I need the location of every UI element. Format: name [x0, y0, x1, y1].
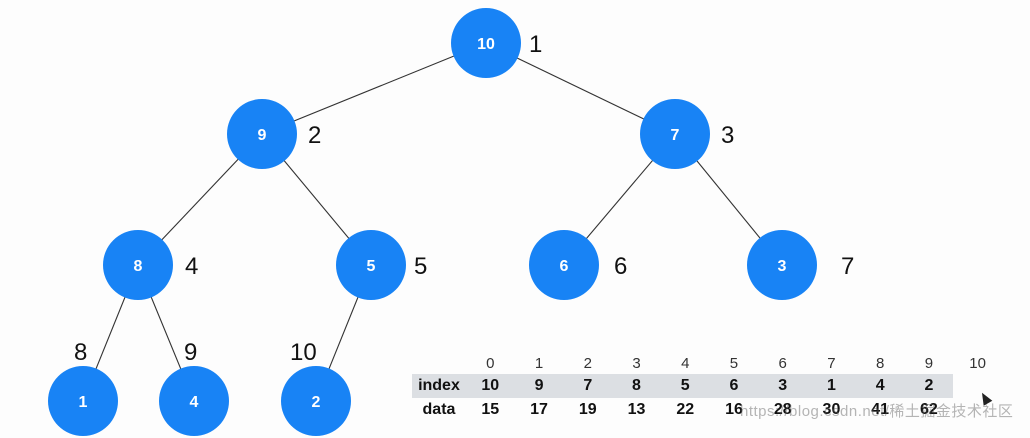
- data-cell: 41: [871, 401, 890, 418]
- data-cell: 19: [578, 401, 597, 418]
- array-position-row: 0 1 2 3 4 5 6 7 8 9 10: [412, 352, 1002, 374]
- data-cell: 28: [773, 401, 792, 418]
- index-cell: 2: [924, 377, 934, 394]
- array-data-row: data 15 17 19 13 22 16 28 30 41 62: [412, 398, 1002, 422]
- node-index-label: 5: [414, 253, 427, 280]
- array-position: 6: [778, 354, 787, 372]
- node-value: 5: [367, 258, 376, 275]
- array-position: 0: [486, 354, 495, 372]
- row-label-spacer: [412, 352, 466, 374]
- data-cell: 22: [676, 401, 695, 418]
- index-cell: 5: [680, 377, 690, 394]
- tree-node: 2 10: [281, 339, 351, 436]
- array-position: 2: [583, 354, 592, 372]
- data-cell: 15: [481, 401, 500, 418]
- array-position: 9: [924, 354, 934, 372]
- array-position: 8: [876, 354, 885, 372]
- index-cell: 3: [778, 377, 788, 394]
- node-value: 2: [312, 394, 321, 411]
- node-index-label: 9: [184, 339, 197, 366]
- array-position: 3: [632, 354, 641, 372]
- tree-node: 10 1: [451, 8, 542, 78]
- index-cell: 8: [632, 377, 641, 394]
- array-index-row: index 10 9 7 8 5 6 3 1 4 2: [412, 374, 1002, 398]
- node-value: 3: [778, 258, 787, 275]
- heap-array-table: 0 1 2 3 4 5 6 7 8 9 10 index 10 9 7 8 5 …: [412, 352, 1002, 422]
- node-index-label: 3: [721, 122, 734, 149]
- node-index-label: 6: [614, 253, 627, 280]
- node-index-label: 10: [290, 339, 317, 366]
- tree-node: 49: [159, 339, 229, 436]
- node-circle: [640, 99, 710, 169]
- index-cell: 7: [583, 377, 593, 394]
- index-cell: 4: [875, 377, 885, 394]
- node-value: 4: [190, 394, 199, 411]
- node-circle: [529, 230, 599, 300]
- data-cell: 30: [822, 401, 841, 418]
- index-cell: 6: [729, 377, 739, 394]
- node-index-label: 4: [185, 253, 198, 280]
- array-position: 10: [969, 354, 986, 372]
- data-cell: 17: [530, 401, 548, 418]
- index-cell: 1: [826, 377, 836, 394]
- node-circle: [336, 230, 406, 300]
- data-cell: 13: [627, 401, 646, 418]
- node-value: 7: [671, 127, 680, 144]
- node-circle: [281, 366, 351, 436]
- node-circle: [159, 366, 229, 436]
- data-cell: 62: [920, 401, 938, 418]
- watermark-text: https://blog.csdn.net/稀土掘金技术社区: [740, 403, 1014, 420]
- node-circle: [103, 230, 173, 300]
- array-position: 5: [729, 354, 739, 372]
- node-circle: [747, 230, 817, 300]
- array-position: 1: [534, 354, 544, 372]
- node-value: 8: [134, 258, 143, 275]
- node-value: 10: [477, 36, 495, 53]
- data-row-label: data: [422, 401, 456, 418]
- array-position: 4: [681, 354, 690, 372]
- node-index-label: 2: [308, 122, 321, 149]
- tree-edge: [261, 42, 487, 135]
- tree-node: 18: [48, 339, 118, 436]
- node-value: 1: [79, 394, 88, 411]
- index-cell: 10: [481, 377, 500, 394]
- index-row-label: index: [418, 377, 460, 394]
- data-cell: 16: [725, 401, 743, 418]
- node-circle: [48, 366, 118, 436]
- node-index-label: 7: [841, 253, 854, 280]
- node-circle: [227, 99, 297, 169]
- array-position: 7: [827, 354, 836, 372]
- node-value: 9: [258, 127, 267, 144]
- node-value: 6: [560, 258, 569, 275]
- node-index-label: 1: [529, 31, 542, 58]
- index-cell: 9: [534, 377, 544, 394]
- node-circle: [451, 8, 521, 78]
- node-index-label: 8: [74, 339, 87, 366]
